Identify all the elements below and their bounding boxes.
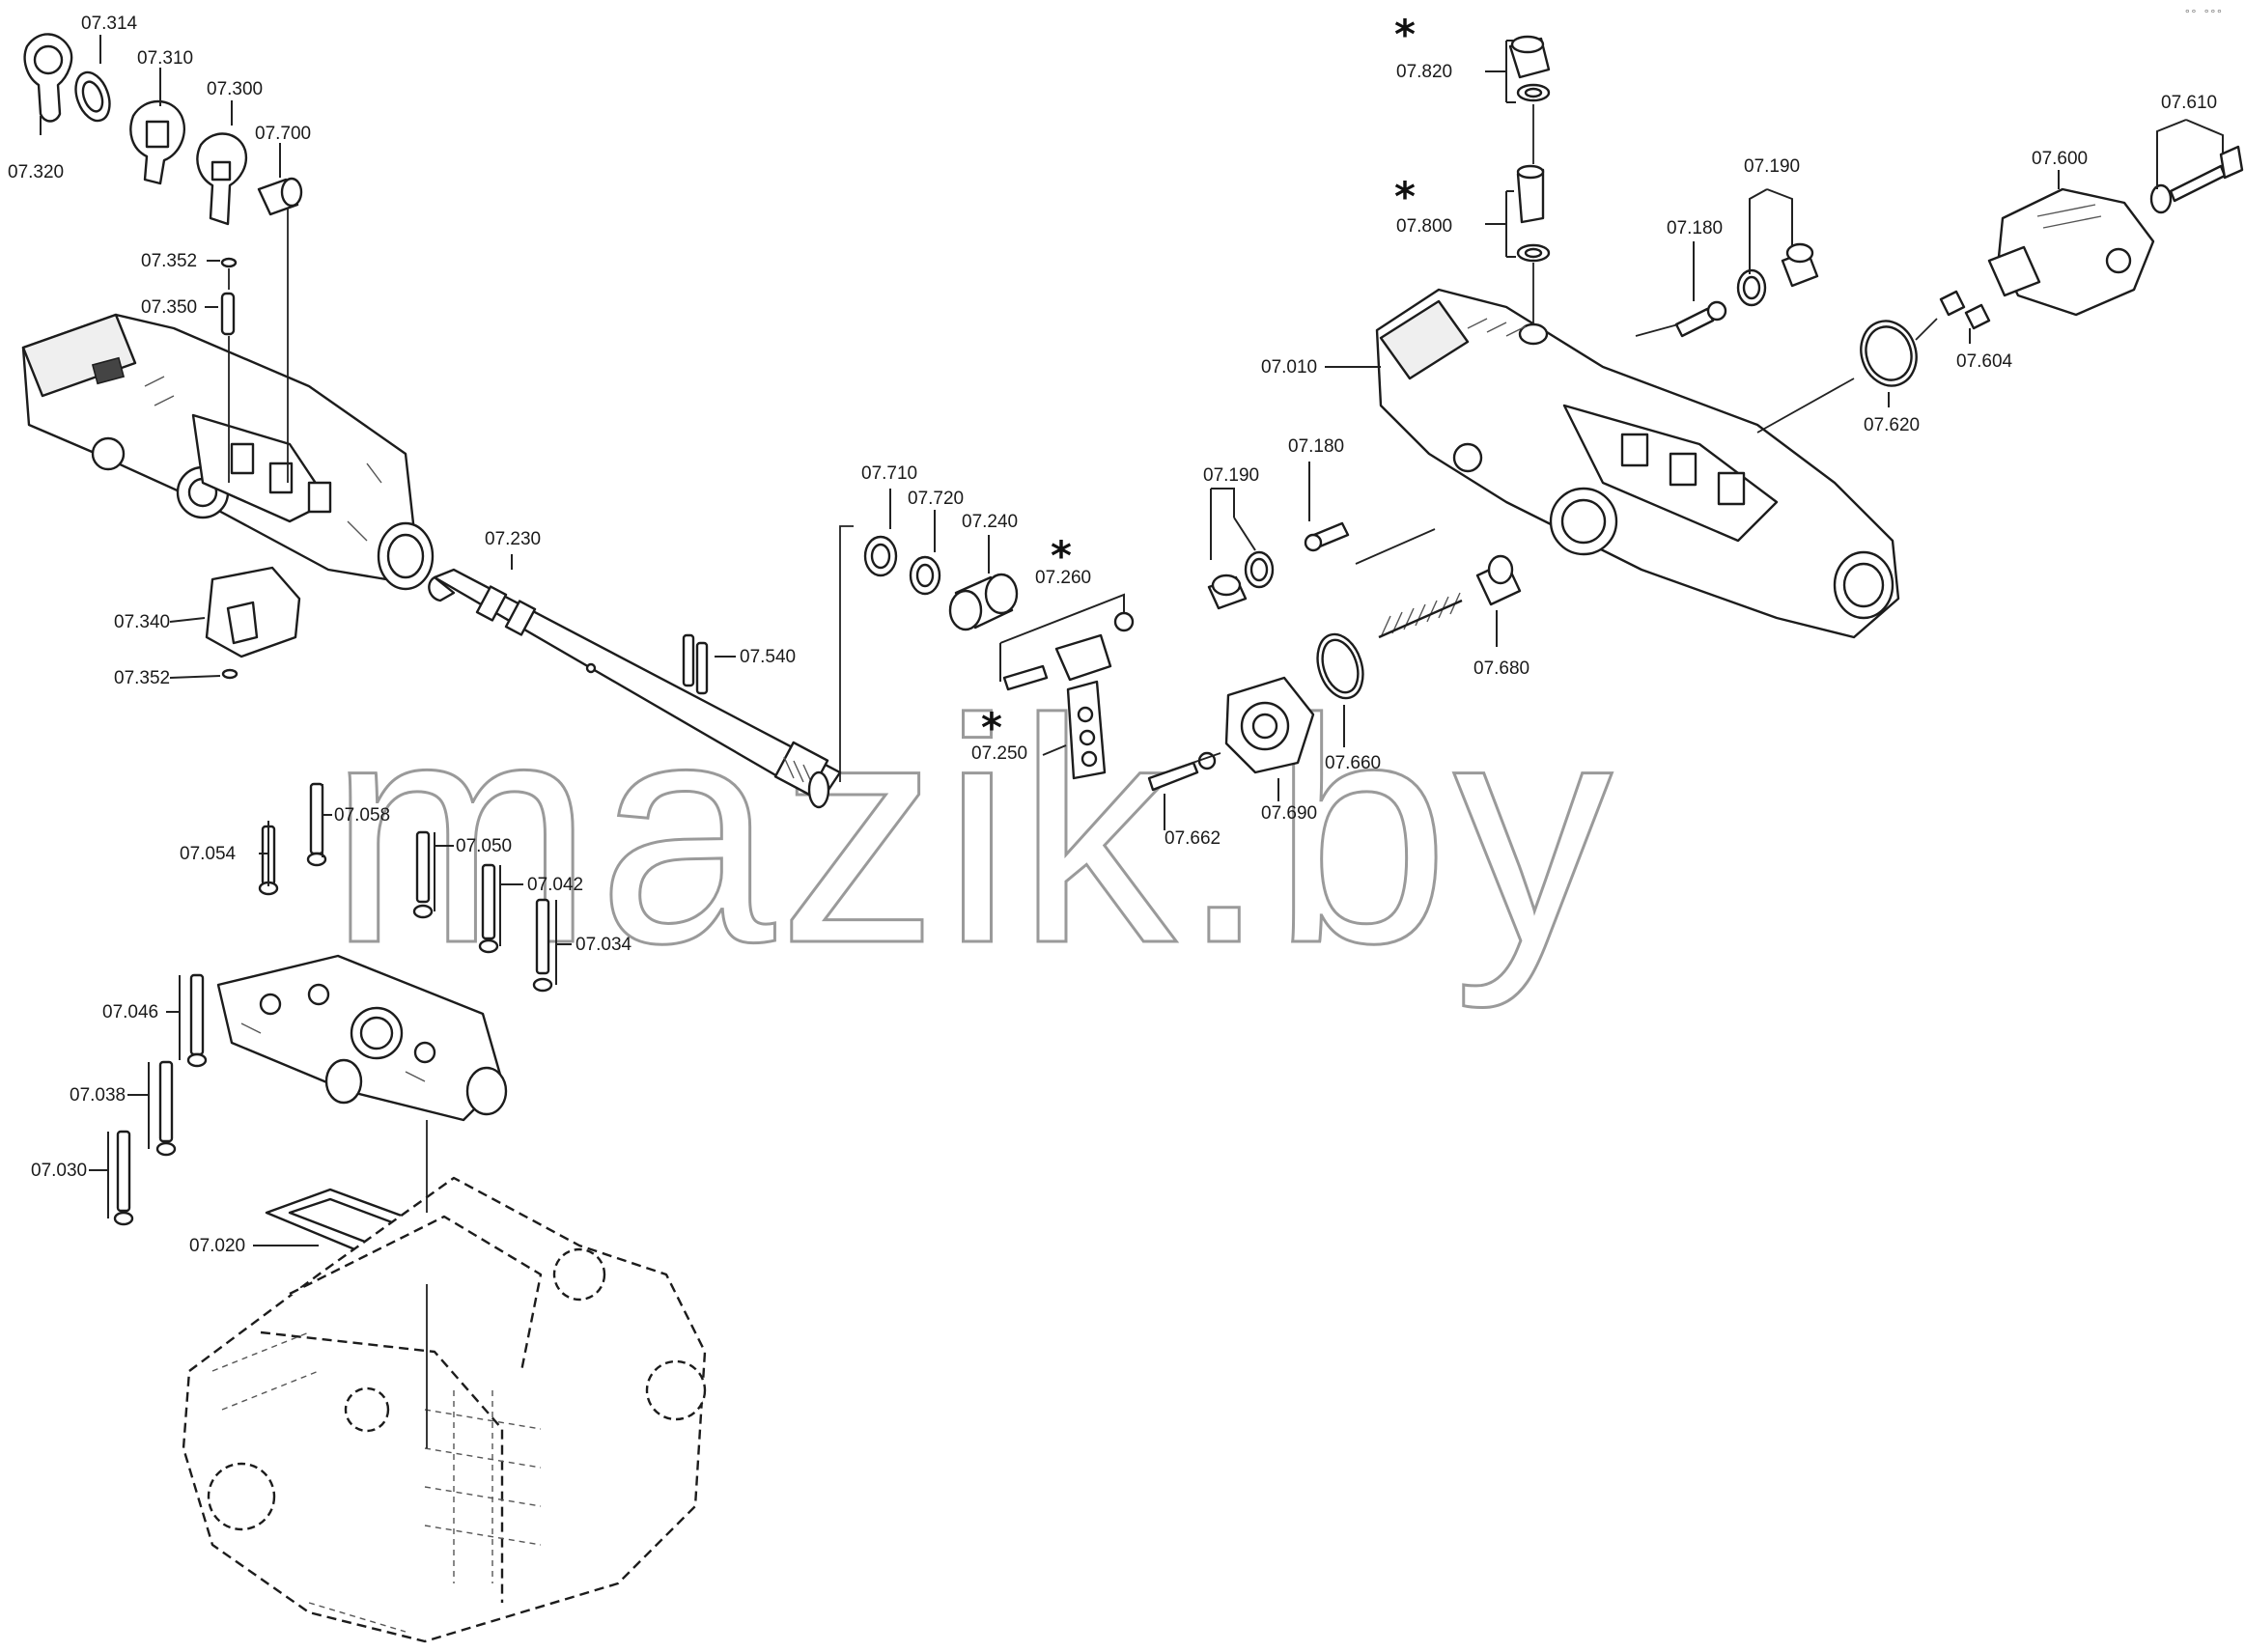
label-07-660: 07.660 [1325,753,1381,773]
label-07-540: 07.540 [740,647,796,667]
label-07-034: 07.034 [575,935,632,955]
label-07-340: 07.340 [114,612,170,632]
label-07-190-left: 07.190 [1203,465,1259,486]
top-cover-07-0xx [216,954,508,1122]
part-07-660-circlip [1316,632,1364,700]
label-07-604: 07.604 [1956,351,2013,372]
label-07-020: 07.020 [189,1236,245,1256]
label-07-352-bottom: 07.352 [114,668,170,688]
label-07-610: 07.610 [2161,93,2217,113]
part-07-820-breather [1508,35,1551,102]
label-07-700: 07.700 [255,124,311,144]
part-07-600-cylinder-block [1987,187,2155,317]
part-07-310-selector [129,99,186,185]
label-07-230: 07.230 [485,529,541,549]
asterisk-07-800: * [1394,173,1416,220]
asterisk-markers: * * * * [981,11,1416,751]
corner-mark: °° °°° [2184,8,2223,20]
label-07-690: 07.690 [1261,803,1317,824]
part-07-230-shift-shaft [428,568,842,809]
part-07-610-bolt [2149,145,2244,214]
part-07-314-seal-ring [74,70,111,123]
label-07-050: 07.050 [456,836,512,856]
part-07-260-lever-assembly [1002,611,1135,780]
label-07-350: 07.350 [141,297,197,318]
part-07-190-plug-left [1207,550,1275,610]
label-07-310: 07.310 [137,48,193,69]
label-07-352-top: 07.352 [141,251,197,271]
part-07-680-spring-and-piston [1378,554,1522,639]
label-07-680: 07.680 [1473,658,1529,679]
part-07-700-bushing [257,177,303,216]
label-07-038: 07.038 [70,1085,126,1106]
part-07-800-fitting [1516,164,1551,263]
label-07-662: 07.662 [1165,828,1221,849]
label-07-800: 07.800 [1396,216,1452,237]
part-07-320-lever [23,33,73,123]
label-07-190-right: 07.190 [1744,156,1800,177]
label-07-710: 07.710 [861,463,917,484]
label-07-054: 07.054 [180,844,237,864]
part-07-710-seal [863,535,898,577]
asterisk-07-260: * [1051,532,1072,579]
part-labels: 07.314 07.310 07.300 07.700 07.320 07.35… [8,14,2217,1256]
label-07-620: 07.620 [1864,415,1920,435]
label-07-046: 07.046 [102,1002,158,1022]
part-07-350-pin [220,292,236,336]
part-07-240-bushing [948,573,1019,631]
part-07-540-pins [682,633,709,695]
left-shift-housing [21,313,435,591]
label-07-720: 07.720 [908,489,964,509]
label-07-260: 07.260 [1035,568,1091,588]
label-07-320: 07.320 [8,162,64,182]
asterisk-07-820: * [1394,11,1416,58]
label-07-180-right: 07.180 [1667,218,1723,238]
label-07-820: 07.820 [1396,62,1452,82]
part-07-180-screw-left [1304,521,1350,552]
asterisk-07-250: * [981,704,1002,751]
label-07-250: 07.250 [971,743,1027,764]
label-07-300: 07.300 [207,79,263,99]
part-07-352-pin-top [220,257,238,268]
gearbox-housing [182,1176,707,1643]
label-leaders [40,35,2224,1246]
part-07-340-shift-block [205,566,301,680]
part-07-300-selector-fork [196,132,248,226]
label-07-180-left: 07.180 [1288,436,1344,457]
label-07-030: 07.030 [31,1161,87,1181]
watermark: mazik.by [328,653,1616,1011]
part-07-690-valve-body [1224,676,1315,774]
label-07-240: 07.240 [962,512,1018,532]
part-07-010-valve-housing [1375,288,1900,639]
label-07-314: 07.314 [81,14,138,34]
part-07-190-plug-right [1736,242,1819,307]
part-07-180-screw-right [1674,300,1727,338]
label-07-600: 07.600 [2032,149,2088,169]
part-07-620-o-ring [1860,320,1918,387]
label-07-010: 07.010 [1261,357,1317,378]
assembly-axes [228,104,1938,1448]
label-07-042: 07.042 [527,875,583,895]
part-07-604-pins [1939,290,1991,330]
bolt-set [113,782,553,1226]
label-07-058: 07.058 [334,805,390,826]
part-07-720-washer [909,555,941,596]
